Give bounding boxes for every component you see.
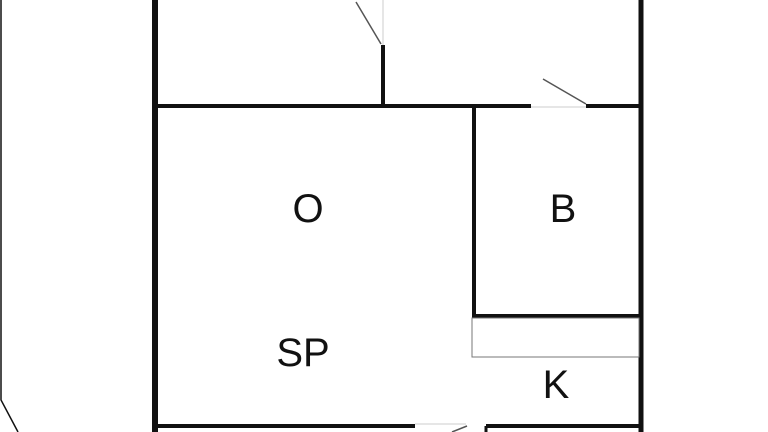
door-swing-upper (355, 1, 382, 45)
kitchen-counter (471, 317, 640, 358)
door-swing (542, 78, 587, 105)
room-label-k: K (542, 363, 570, 407)
room-label-b: B (549, 187, 577, 231)
room-label-o: O (292, 187, 324, 231)
room-label-sp: SP (276, 331, 330, 375)
door-swing-bottom (451, 425, 468, 432)
site-boundary-line (0, 0, 19, 432)
